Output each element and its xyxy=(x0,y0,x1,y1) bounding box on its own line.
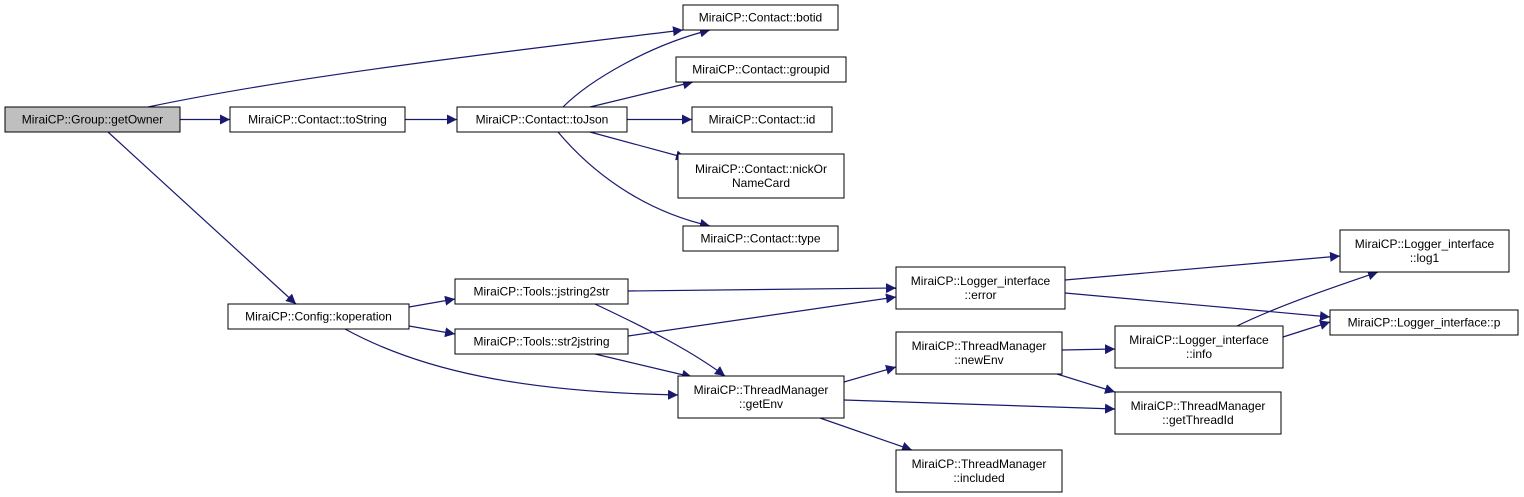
node-label: ::newEnv xyxy=(954,353,1003,367)
node-error[interactable]: MiraiCP::Logger_interface::error xyxy=(895,266,1066,310)
node-box xyxy=(895,266,1066,310)
node-box xyxy=(691,106,833,133)
node-label: MiraiCP::Logger_interface::p xyxy=(1348,316,1501,330)
node-p[interactable]: MiraiCP::Logger_interface::p xyxy=(1329,309,1519,336)
edge-toJson-to-groupid xyxy=(589,79,694,108)
node-botid[interactable]: MiraiCP::Contact::botid xyxy=(682,4,839,31)
node-box xyxy=(227,303,410,330)
node-groupid[interactable]: MiraiCP::Contact::groupid xyxy=(675,56,847,83)
node-info[interactable]: MiraiCP::Logger_interface::info xyxy=(1114,325,1284,369)
node-label: MiraiCP::Logger_interface xyxy=(1355,237,1495,251)
node-included[interactable]: MiraiCP::ThreadManager::included xyxy=(895,449,1063,493)
node-label: MiraiCP::ThreadManager xyxy=(1131,399,1266,413)
node-label: ::getThreadId xyxy=(1162,413,1233,427)
node-id[interactable]: MiraiCP::Contact::id xyxy=(691,106,833,133)
node-jstring2str[interactable]: MiraiCP::Tools::jstring2str xyxy=(454,278,629,305)
edge-newEnv-to-info xyxy=(1061,344,1116,355)
edge-error-to-log1 xyxy=(1064,251,1341,281)
node-label: MiraiCP::Config::koperation xyxy=(245,310,392,324)
node-box xyxy=(682,4,839,31)
node-label: MiraiCP::Contact::groupid xyxy=(692,63,829,77)
node-label: MiraiCP::Logger_interface xyxy=(911,274,1051,288)
node-label: MiraiCP::Contact::type xyxy=(700,232,820,246)
node-label: ::info xyxy=(1186,347,1212,361)
node-label: ::getEnv xyxy=(739,397,783,411)
edge-koperation-to-str2jstring xyxy=(408,325,456,338)
edge-koperation-to-getEnv xyxy=(344,328,679,400)
node-label: ::error xyxy=(964,288,996,302)
edge-toJson-to-nickOrNameCard xyxy=(589,131,687,161)
node-label: MiraiCP::ThreadManager xyxy=(912,339,1047,353)
edge-str2jstring-to-getEnv xyxy=(594,353,693,380)
node-label: MiraiCP::Group::getOwner xyxy=(22,113,163,127)
node-label: MiraiCP::Tools::str2jstring xyxy=(473,335,609,349)
node-label: MiraiCP::ThreadManager xyxy=(912,457,1047,471)
node-log1[interactable]: MiraiCP::Logger_interface::log1 xyxy=(1339,229,1510,273)
node-label: MiraiCP::Contact::toString xyxy=(248,113,387,127)
node-box xyxy=(454,328,629,355)
node-label: MiraiCP::Contact::nickOr xyxy=(695,162,827,176)
node-box xyxy=(1114,391,1282,435)
edge-getEnv-to-included xyxy=(819,417,913,452)
node-box xyxy=(677,375,845,419)
edge-str2jstring-to-error xyxy=(627,293,897,337)
node-box xyxy=(675,56,847,83)
node-box xyxy=(682,225,839,252)
node-toString[interactable]: MiraiCP::Contact::toString xyxy=(229,106,406,133)
node-box xyxy=(229,106,406,133)
node-koperation[interactable]: MiraiCP::Config::koperation xyxy=(227,303,410,330)
edge-toJson-to-botid xyxy=(562,27,711,108)
node-box xyxy=(895,331,1063,375)
node-label: MiraiCP::Logger_interface xyxy=(1129,333,1269,347)
edge-getEnv-to-getThreadId xyxy=(843,399,1116,414)
node-box xyxy=(1329,309,1519,336)
node-getEnv[interactable]: MiraiCP::ThreadManager::getEnv xyxy=(677,375,845,419)
edge-info-to-log1 xyxy=(1236,270,1379,327)
node-label: MiraiCP::Contact::botid xyxy=(699,11,822,25)
node-toJson[interactable]: MiraiCP::Contact::toJson xyxy=(456,106,628,133)
node-label: MiraiCP::ThreadManager xyxy=(694,383,829,397)
edge-jstring2str-to-getEnv xyxy=(594,303,726,377)
node-label: ::log1 xyxy=(1410,251,1440,265)
node-label: MiraiCP::Contact::toJson xyxy=(476,113,609,127)
edge-getOwner-to-koperation xyxy=(107,131,297,305)
edge-newEnv-to-getThreadId xyxy=(1056,373,1116,394)
node-box xyxy=(677,153,845,199)
edge-toJson-to-type xyxy=(557,131,711,229)
node-box xyxy=(456,106,628,133)
node-getThreadId[interactable]: MiraiCP::ThreadManager::getThreadId xyxy=(1114,391,1282,435)
node-label: MiraiCP::Tools::jstring2str xyxy=(473,285,609,299)
node-label: ::included xyxy=(953,471,1004,485)
node-box xyxy=(895,449,1063,493)
node-str2jstring[interactable]: MiraiCP::Tools::str2jstring xyxy=(454,328,629,355)
edge-error-to-p xyxy=(1064,292,1331,322)
node-box xyxy=(1339,229,1510,273)
node-type[interactable]: MiraiCP::Contact::type xyxy=(682,225,839,252)
node-label: NameCard xyxy=(732,176,790,190)
edge-info-to-p xyxy=(1282,320,1331,338)
edge-getEnv-to-newEnv xyxy=(843,364,897,383)
node-newEnv[interactable]: MiraiCP::ThreadManager::newEnv xyxy=(895,331,1063,375)
edge-jstring2str-to-error xyxy=(627,283,897,294)
node-box xyxy=(454,278,629,305)
node-getOwner[interactable]: MiraiCP::Group::getOwner xyxy=(4,106,181,133)
node-label: MiraiCP::Contact::id xyxy=(709,113,816,127)
edge-koperation-to-jstring2str xyxy=(408,295,456,308)
node-box xyxy=(1114,325,1284,369)
edge-getOwner-to-botid xyxy=(147,26,684,108)
node-box xyxy=(4,106,181,133)
